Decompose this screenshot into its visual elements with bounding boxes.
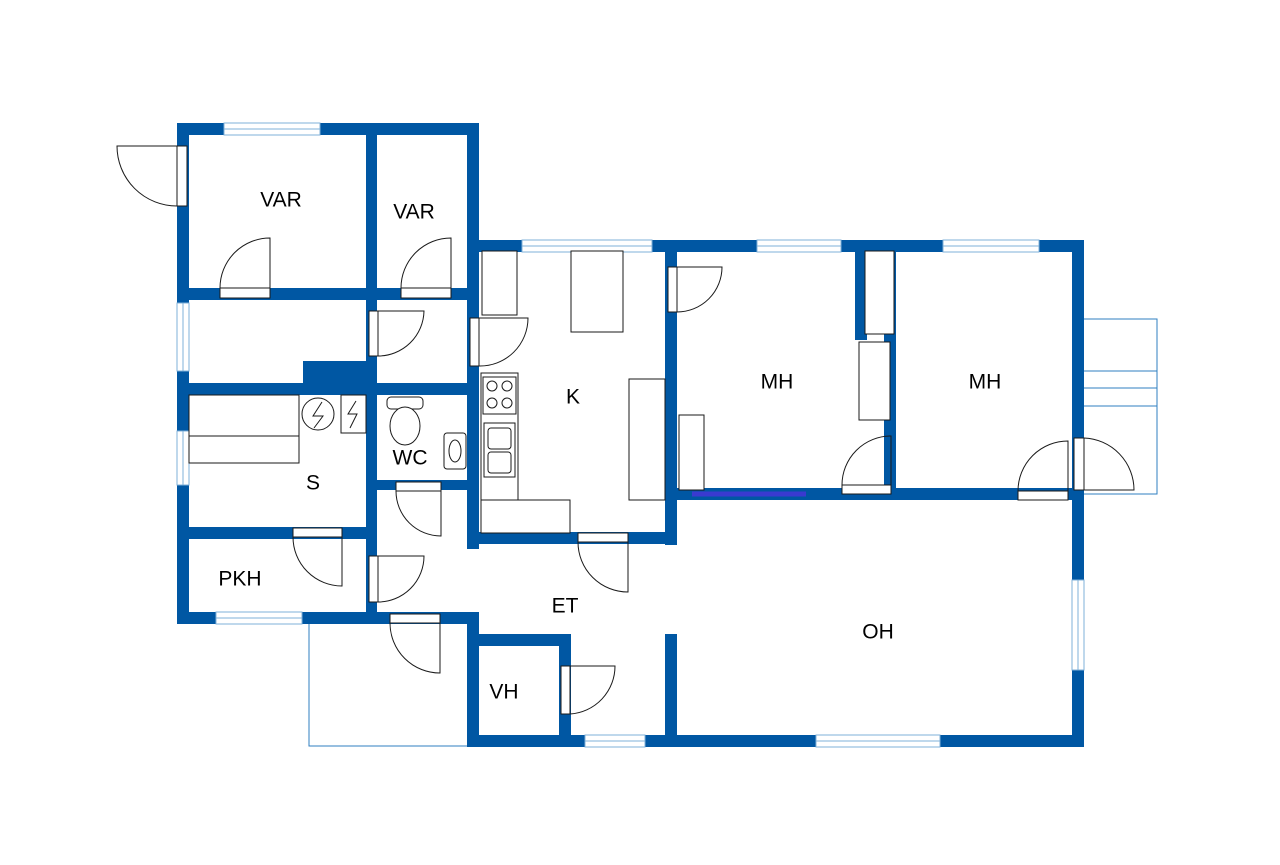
room-label-vh: VH [489, 681, 518, 704]
wc-sink-icon [443, 432, 467, 470]
toilet-icon [386, 396, 424, 446]
kitchen-counter-bottom [480, 499, 571, 534]
wardrobe-mh2 [864, 250, 895, 335]
room-label-mh-1: MH [761, 371, 794, 394]
kitchen-fixtures [480, 250, 666, 534]
windows [176, 122, 1085, 748]
room-label-var-1: VAR [260, 189, 302, 212]
terrace-outline [308, 619, 472, 747]
bedroom-wardrobes [678, 250, 895, 491]
room-labels: VAR VAR K MH MH WC S PKH ET OH VH [218, 189, 1001, 704]
sauna-fixtures [188, 394, 367, 464]
room-label-s: S [306, 472, 320, 495]
kitchen-counter-right [628, 378, 666, 501]
electric-heater-icon [301, 397, 335, 431]
stove-icon [482, 376, 517, 415]
fuse-box-icon [340, 394, 367, 434]
wardrobe-mh1 [678, 414, 705, 491]
wardrobe-mh1-side [858, 341, 891, 421]
room-label-k: K [566, 386, 580, 409]
room-label-mh-2: MH [969, 371, 1002, 394]
room-label-wc: WC [393, 447, 428, 470]
sink-icon [483, 422, 516, 478]
refrigerator [570, 250, 624, 333]
entrance-steps [1082, 318, 1158, 495]
room-label-pkh: PKH [218, 568, 261, 591]
kitchen-cabinet [481, 250, 518, 316]
doors [116, 145, 1135, 715]
sauna-bench [188, 394, 300, 464]
room-label-var-2: VAR [393, 201, 435, 224]
room-label-oh: OH [862, 621, 894, 644]
room-label-et: ET [552, 595, 579, 618]
